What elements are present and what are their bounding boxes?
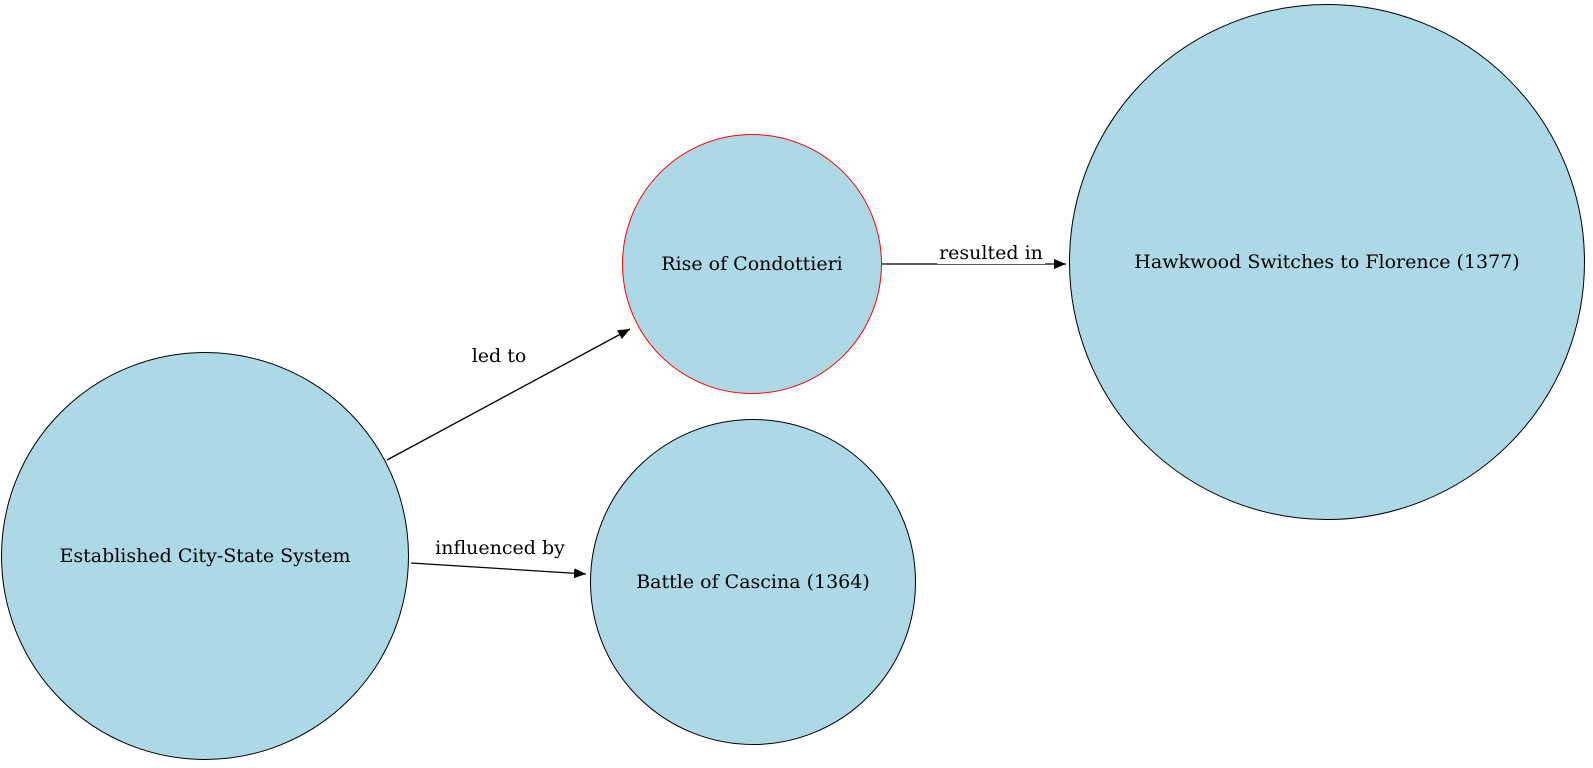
node-label: Established City-State System <box>59 545 351 567</box>
node-label: Hawkwood Switches to Florence (1377) <box>1134 251 1520 273</box>
edge-label-influenced-by: influenced by <box>433 537 567 559</box>
edge-label-resulted-in: resulted in <box>937 242 1045 264</box>
edge-led-to-arrow <box>386 328 631 461</box>
node-label: Battle of Cascina (1364) <box>636 571 870 593</box>
node-hawkwood-switches-to-florence: Hawkwood Switches to Florence (1377) <box>1069 4 1585 520</box>
node-battle-of-cascina: Battle of Cascina (1364) <box>590 419 916 745</box>
edge-label-led-to: led to <box>469 345 529 367</box>
node-rise-of-condottieri: Rise of Condottieri <box>622 134 882 394</box>
node-label: Rise of Condottieri <box>661 253 843 275</box>
node-established-city-state-system: Established City-State System <box>1 352 409 760</box>
edge-influenced-by-arrow <box>410 562 587 579</box>
